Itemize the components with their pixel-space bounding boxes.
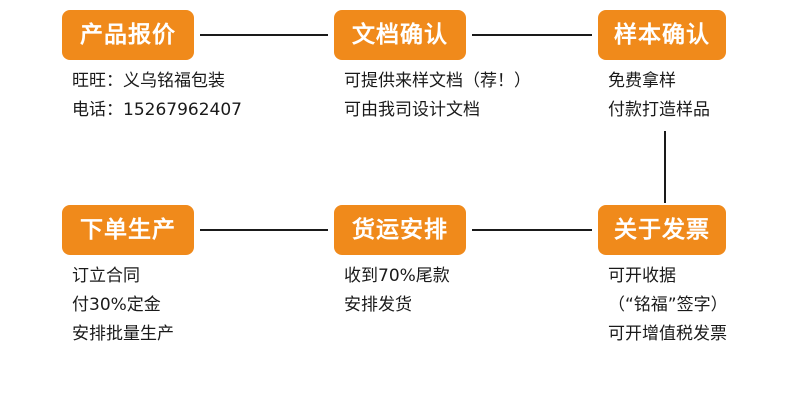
step-production-line: 安排批量生产 xyxy=(72,324,174,344)
step-document-line: 可提供来样文档（荐！） xyxy=(344,71,531,91)
step-quote-line: 旺旺：义乌铭福包装 xyxy=(72,71,225,91)
step-shipping-line: 收到70%尾款 xyxy=(344,266,450,286)
step-shipping-title: 货运安排 xyxy=(352,217,448,243)
step-sample-line: 付款打造样品 xyxy=(608,100,710,120)
step-document-box: 文档确认 xyxy=(334,10,466,60)
step-sample-title: 样本确认 xyxy=(614,22,710,48)
step-document-line: 可由我司设计文档 xyxy=(344,100,480,120)
connector-production-to-shipping xyxy=(200,229,328,231)
connector-quote-to-document xyxy=(200,34,328,36)
step-invoice-line: 可开收据 xyxy=(608,266,676,286)
step-invoice-line: （“铭福”签字） xyxy=(608,295,728,315)
step-production-line: 付30%定金 xyxy=(72,295,161,315)
step-document-title: 文档确认 xyxy=(352,22,448,48)
step-invoice-title: 关于发票 xyxy=(614,217,710,243)
step-invoice-desc: 可开收据 （“铭福”签字） 可开增值税发票 xyxy=(608,262,728,349)
step-production-title: 下单生产 xyxy=(80,217,176,243)
step-quote-title: 产品报价 xyxy=(80,22,176,48)
step-production-line: 订立合同 xyxy=(72,266,140,286)
connector-shipping-to-invoice xyxy=(472,229,592,231)
step-shipping-box: 货运安排 xyxy=(334,205,466,255)
step-document-desc: 可提供来样文档（荐！） 可由我司设计文档 xyxy=(344,67,531,125)
step-sample-desc: 免费拿样 付款打造样品 xyxy=(608,67,710,125)
step-quote-line: 电话：15267962407 xyxy=(72,100,242,120)
step-shipping-desc: 收到70%尾款 安排发货 xyxy=(344,262,450,320)
step-sample-box: 样本确认 xyxy=(598,10,726,60)
step-invoice-box: 关于发票 xyxy=(598,205,726,255)
connector-sample-to-invoice xyxy=(664,131,666,203)
step-quote-box: 产品报价 xyxy=(62,10,194,60)
step-production-desc: 订立合同 付30%定金 安排批量生产 xyxy=(72,262,174,349)
step-sample-line: 免费拿样 xyxy=(608,71,676,91)
step-invoice-line: 可开增值税发票 xyxy=(608,324,727,344)
step-shipping-line: 安排发货 xyxy=(344,295,412,315)
connector-document-to-sample xyxy=(472,34,592,36)
step-production-box: 下单生产 xyxy=(62,205,194,255)
step-quote-desc: 旺旺：义乌铭福包装 电话：15267962407 xyxy=(72,67,242,125)
